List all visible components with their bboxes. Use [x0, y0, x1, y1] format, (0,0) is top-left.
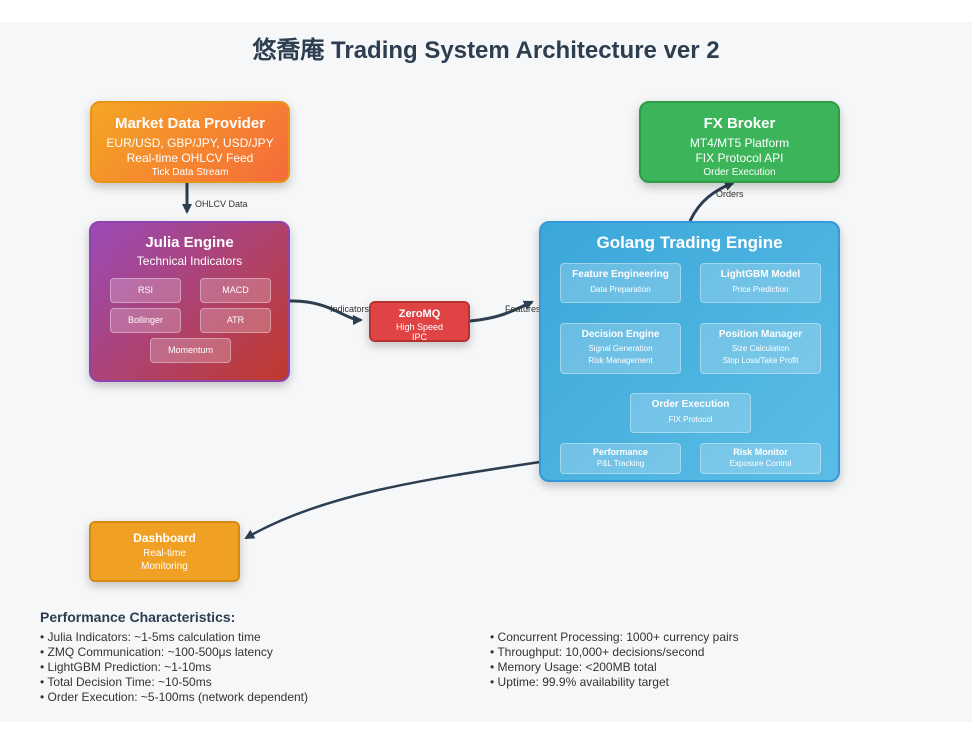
golang-trading-engine-node: Golang Trading Engine Feature Engineerin…: [539, 221, 840, 482]
module-feature-engineering: Feature Engineering Data Preparation: [560, 263, 681, 303]
module-performance: Performance P&L Tracking: [560, 443, 681, 474]
module-name: Decision Engine: [581, 329, 660, 340]
edge-golang-to-broker: [688, 181, 735, 222]
module-name: Risk Monitor: [733, 447, 788, 457]
module-name: Feature Engineering: [572, 269, 669, 280]
module-desc: Risk Management: [588, 356, 653, 365]
performance-item: • Throughput: 10,000+ decisions/second: [490, 645, 705, 659]
golang-title: Golang Trading Engine: [596, 233, 783, 252]
performance-item: • LightGBM Prediction: ~1-10ms: [40, 660, 212, 674]
edge-label-indicators: Indicators: [330, 304, 370, 314]
edge-julia-to-zmq: [289, 299, 363, 325]
broker-line2: FIX Protocol API: [695, 151, 784, 165]
zmq-line1: High Speed: [395, 322, 444, 332]
edge-label-orders: Orders: [716, 189, 744, 199]
module-lightgbm-model: LightGBM Model Price Prediction: [700, 263, 821, 303]
module-position-manager: Position Manager Size Calculation Stop L…: [700, 323, 821, 374]
zmq-title: ZeroMQ: [398, 308, 441, 320]
module-order-execution: Order Execution FIX Protocol: [630, 393, 751, 433]
performance-heading: Performance Characteristics:: [40, 609, 236, 625]
performance-item: • ZMQ Communication: ~100-500μs latency: [40, 645, 273, 659]
indicator-macd: MACD: [200, 278, 271, 303]
performance-item: • Julia Indicators: ~1-5ms calculation t…: [40, 630, 261, 644]
performance-item: • Order Execution: ~5-100ms (network dep…: [40, 690, 309, 704]
module-desc: Data Preparation: [590, 285, 651, 294]
module-desc: Stop Loss/Take Profit: [722, 356, 799, 365]
indicator-bollinger: Bollinger: [110, 308, 181, 333]
fx-broker-node: FX Broker MT4/MT5 Platform FIX Protocol …: [639, 101, 840, 183]
indicator-rsi: RSI: [110, 278, 181, 303]
zeromq-node: ZeroMQ High Speed IPC: [369, 301, 470, 342]
broker-line3: Order Execution: [703, 167, 776, 178]
module-desc: Signal Generation: [588, 344, 653, 353]
market-title: Market Data Provider: [114, 115, 266, 132]
module-desc: FIX Protocol: [668, 415, 713, 424]
performance-item: • Total Decision Time: ~10-50ms: [40, 675, 212, 689]
module-desc: Exposure Control: [729, 459, 792, 468]
julia-engine-node: Julia Engine Technical Indicators RSI MA…: [89, 221, 290, 382]
market-data-provider-node: Market Data Provider EUR/USD, GBP/JPY, U…: [90, 101, 290, 183]
performance-item: • Uptime: 99.9% availability target: [490, 675, 669, 689]
edge-label-ohlcv: OHLCV Data: [195, 199, 248, 209]
performance-list-left: • Julia Indicators: ~1-5ms calculation t…: [40, 630, 308, 705]
broker-line1: MT4/MT5 Platform: [689, 136, 790, 150]
julia-subtitle: Technical Indicators: [136, 254, 243, 268]
performance-item: • Concurrent Processing: 1000+ currency …: [490, 630, 739, 644]
module-desc: P&L Tracking: [596, 459, 645, 468]
module-name: Performance: [592, 447, 649, 457]
module-desc: Size Calculation: [731, 344, 790, 353]
module-desc: Price Prediction: [732, 285, 789, 294]
broker-title: FX Broker: [703, 115, 776, 132]
julia-title: Julia Engine: [145, 234, 234, 251]
module-decision-engine: Decision Engine Signal Generation Risk M…: [560, 323, 681, 374]
performance-item: • Memory Usage: <200MB total: [490, 660, 657, 674]
edge-golang-to-dashboard: [244, 460, 541, 540]
indicator-atr: ATR: [200, 308, 271, 333]
dashboard-line1: Real-time: [143, 548, 186, 559]
market-line2: Real-time OHLCV Feed: [126, 151, 254, 165]
dashboard-title: Dashboard: [133, 531, 196, 545]
diagram-title: 悠喬庵 Trading System Architecture ver 2: [252, 37, 720, 64]
market-line3: Tick Data Stream: [151, 167, 229, 178]
module-name: Position Manager: [718, 329, 803, 340]
market-line1: EUR/USD, GBP/JPY, USD/JPY: [106, 136, 274, 150]
edge-label-features: Features: [505, 304, 541, 314]
zmq-line2: IPC: [411, 332, 427, 342]
dashboard-node: Dashboard Real-time Monitoring: [89, 521, 240, 582]
indicator-momentum: Momentum: [150, 338, 231, 363]
edge-zmq-to-golang: [469, 300, 534, 323]
dashboard-line2: Monitoring: [141, 561, 188, 572]
module-risk-monitor: Risk Monitor Exposure Control: [700, 443, 821, 474]
performance-list-right: • Concurrent Processing: 1000+ currency …: [490, 630, 739, 690]
module-name: LightGBM Model: [720, 269, 801, 280]
module-name: Order Execution: [651, 399, 730, 410]
